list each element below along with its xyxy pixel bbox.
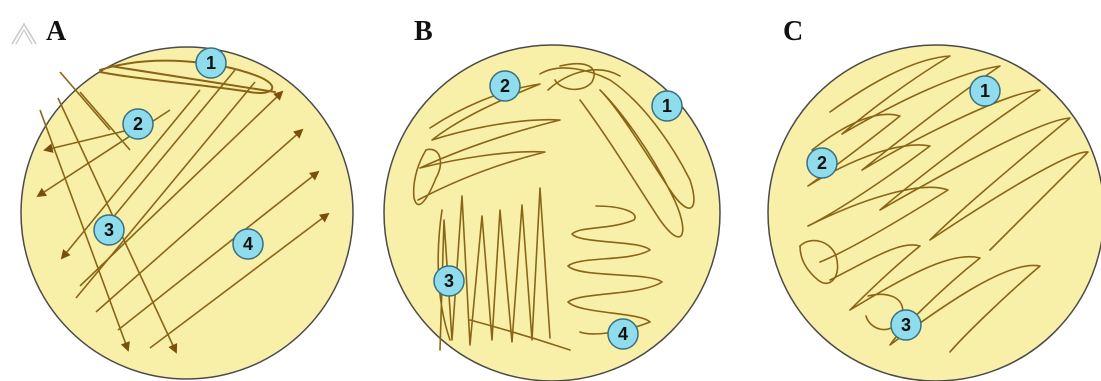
svg-text:3: 3	[104, 220, 114, 240]
svg-text:4: 4	[243, 234, 253, 254]
badge-b-1: 1	[652, 91, 682, 121]
badge-a-4: 4	[233, 229, 263, 259]
badge-b-4: 4	[608, 319, 638, 349]
corner-logo-icon	[12, 24, 36, 44]
panel-a: 1 2 3 4	[21, 47, 353, 379]
svg-text:3: 3	[444, 271, 454, 291]
panel-b-label: B	[414, 16, 433, 47]
svg-text:2: 2	[500, 76, 510, 96]
badge-a-2: 2	[123, 109, 153, 139]
badge-a-3: 3	[94, 215, 124, 245]
petri-dish-a	[21, 47, 353, 379]
svg-text:2: 2	[817, 153, 827, 173]
panel-b: 2 1 3 4	[384, 45, 720, 381]
svg-text:3: 3	[901, 315, 911, 335]
svg-text:1: 1	[206, 53, 216, 73]
badge-c-1: 1	[970, 76, 1000, 106]
badge-b-3: 3	[434, 266, 464, 296]
svg-text:1: 1	[662, 96, 672, 116]
badge-a-1: 1	[196, 48, 226, 78]
badge-c-3: 3	[891, 310, 921, 340]
panel-c: 1 2 3	[768, 45, 1101, 381]
panel-a-label: A	[46, 16, 67, 47]
badge-b-2: 2	[490, 71, 520, 101]
svg-text:4: 4	[618, 324, 628, 344]
panel-c-label: C	[783, 16, 803, 47]
petri-dish-c	[768, 45, 1101, 381]
svg-text:2: 2	[133, 114, 143, 134]
svg-text:1: 1	[980, 81, 990, 101]
badge-c-2: 2	[807, 148, 837, 178]
